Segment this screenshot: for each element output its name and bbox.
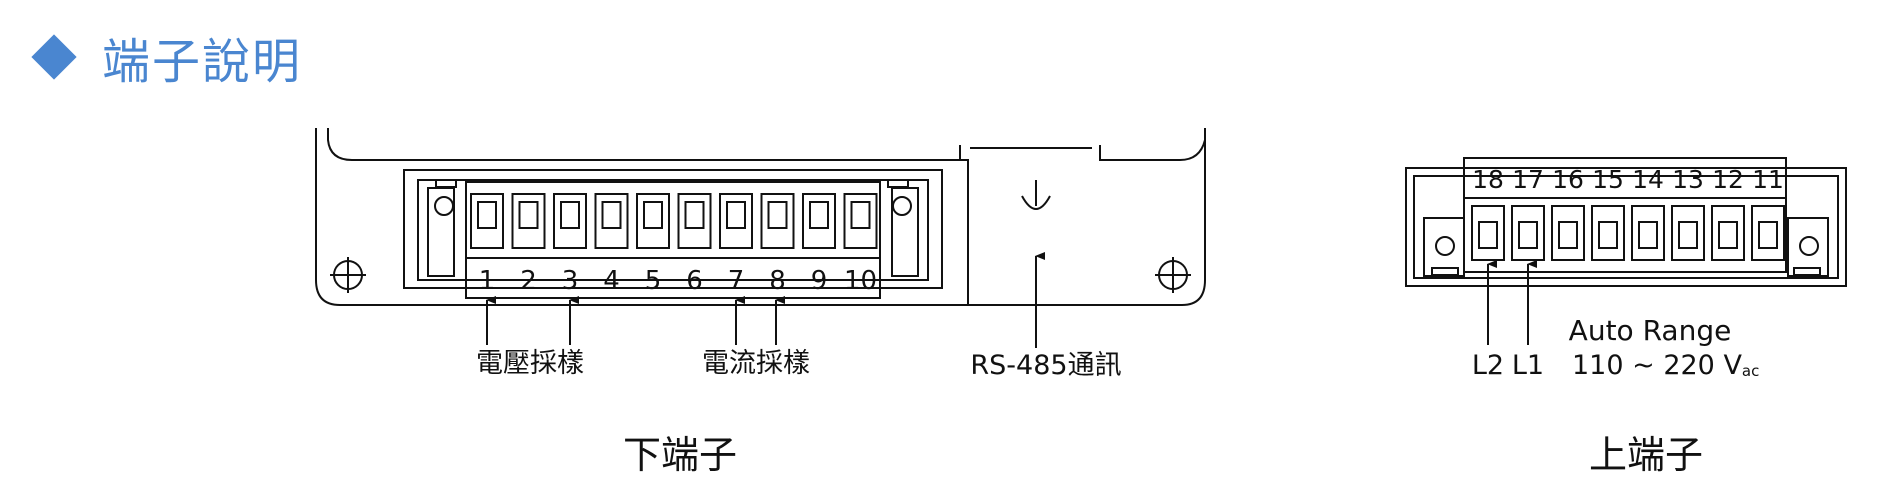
bottom-pin-label: 2 <box>520 266 537 296</box>
current-sampling-label: 電流採樣 <box>702 348 810 379</box>
top-pin-slots <box>1471 205 1785 261</box>
voltage-sampling-label: 電壓採樣 <box>476 348 584 379</box>
top-pin-label: 13 <box>1672 165 1704 194</box>
top-pin-12 <box>1711 205 1745 261</box>
section-header: 端子說明 <box>30 22 302 92</box>
bottom-pin-label: 7 <box>728 266 745 296</box>
bottom-terminal-caption: 下端子 <box>623 433 737 477</box>
rs485-label: RS-485通訊 <box>970 350 1121 381</box>
l1-label: L1 <box>1512 350 1544 381</box>
bottom-pin-5 <box>636 193 670 249</box>
top-pin-17 <box>1511 205 1545 261</box>
bottom-pin-4 <box>594 193 629 249</box>
bottom-pin-slots <box>470 193 878 249</box>
bottom-pin-label: 6 <box>686 266 703 296</box>
bottom-pin-6 <box>677 193 712 249</box>
top-pin-label: 17 <box>1512 165 1544 194</box>
bottom-pin-label: 4 <box>603 266 620 296</box>
bottom-pin-1 <box>470 193 504 249</box>
top-terminal-housing <box>1405 157 1847 287</box>
bottom-pin-label: 10 <box>844 266 877 296</box>
bottom-pin-label: 5 <box>645 266 662 296</box>
top-pin-label: 16 <box>1552 165 1584 194</box>
top-pin-label: 11 <box>1752 165 1784 194</box>
auto-range-label: Auto Range <box>1569 314 1732 347</box>
top-pin-14 <box>1631 205 1665 261</box>
top-pin-labels: 18 17 16 15 14 13 12 11 <box>1472 165 1784 194</box>
top-pin-label: 18 <box>1472 165 1504 194</box>
top-pin-11 <box>1751 205 1785 261</box>
top-pin-18 <box>1471 205 1505 261</box>
bottom-pin-7 <box>719 193 753 249</box>
bottom-pin-8 <box>760 193 795 249</box>
bottom-pin-label: 8 <box>769 266 786 296</box>
bottom-pin-label: 9 <box>811 266 828 296</box>
top-pin-16 <box>1551 205 1585 261</box>
bottom-pin-9 <box>802 193 836 249</box>
top-pin-label: 12 <box>1712 165 1744 194</box>
bottom-arrows <box>486 252 1045 348</box>
top-pin-label: 14 <box>1632 165 1664 194</box>
section-title: 端子說明 <box>102 34 303 90</box>
bottom-pin-label: 3 <box>562 266 579 296</box>
bottom-pin-label: 1 <box>479 266 496 296</box>
top-pin-label: 15 <box>1592 165 1624 194</box>
top-pin-13 <box>1671 205 1705 261</box>
top-terminal-caption: 上端子 <box>1589 433 1703 477</box>
top-arrows <box>1487 260 1537 345</box>
bottom-pin-2 <box>511 193 546 249</box>
l2-label: L2 <box>1472 350 1504 381</box>
bottom-pin-10 <box>843 193 878 249</box>
top-pin-15 <box>1591 205 1625 261</box>
bottom-terminal-housing <box>315 128 1206 306</box>
voltage-range-label: 110 ~ 220 Vac <box>1572 350 1759 381</box>
bottom-pin-3 <box>553 193 587 249</box>
